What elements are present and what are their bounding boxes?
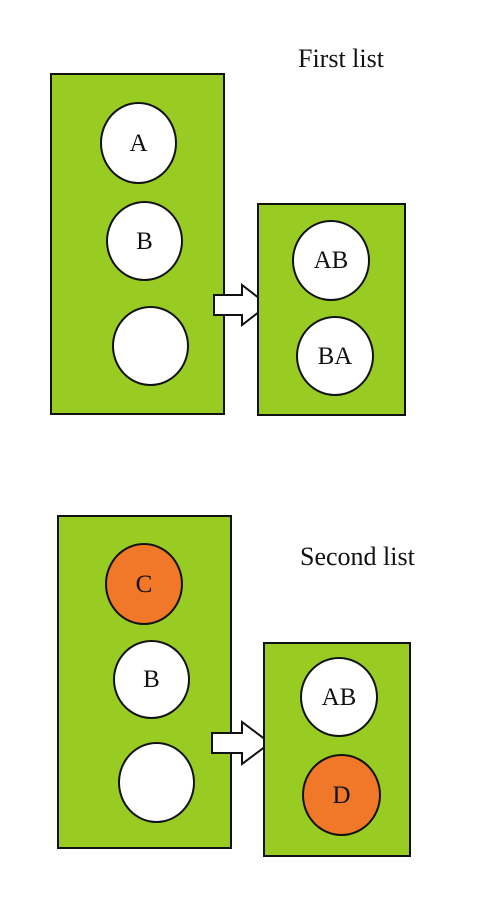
first-list-arrow-icon [213,283,270,327]
second-source-node-b: B [113,640,190,719]
second-list-title: Second list [300,542,415,571]
first-source-node-empty [112,306,189,386]
second-source-node-c: C [105,543,183,625]
first-result-node-ba: BA [296,316,374,396]
first-source-node-b: B [106,201,183,281]
first-result-node-ab: AB [292,220,370,301]
second-result-node-ab: AB [300,657,378,737]
second-result-node-d: D [302,754,381,836]
second-source-node-empty [118,742,195,823]
first-source-node-a: A [100,102,177,184]
first-list-title: First list [298,44,384,73]
second-list-arrow-icon [211,720,272,766]
